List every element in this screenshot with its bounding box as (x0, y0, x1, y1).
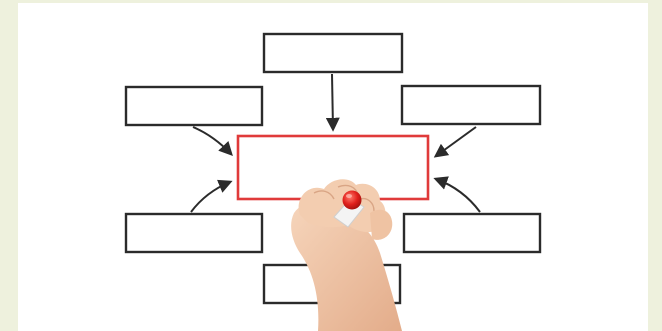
arrow-upper-left (193, 127, 231, 154)
top-box (264, 34, 402, 72)
image-panel (18, 3, 648, 331)
arrow-lower-right (436, 179, 480, 212)
hand-with-marker-icon (291, 179, 402, 331)
arrow-top (332, 74, 333, 129)
lower-right-box (404, 214, 540, 252)
flowchart-diagram (18, 3, 648, 331)
lower-left-box (126, 214, 262, 252)
upper-right-box (402, 86, 540, 124)
arrow-lower-left (191, 182, 230, 212)
upper-left-box (126, 87, 262, 125)
arrow-upper-right (436, 127, 476, 156)
